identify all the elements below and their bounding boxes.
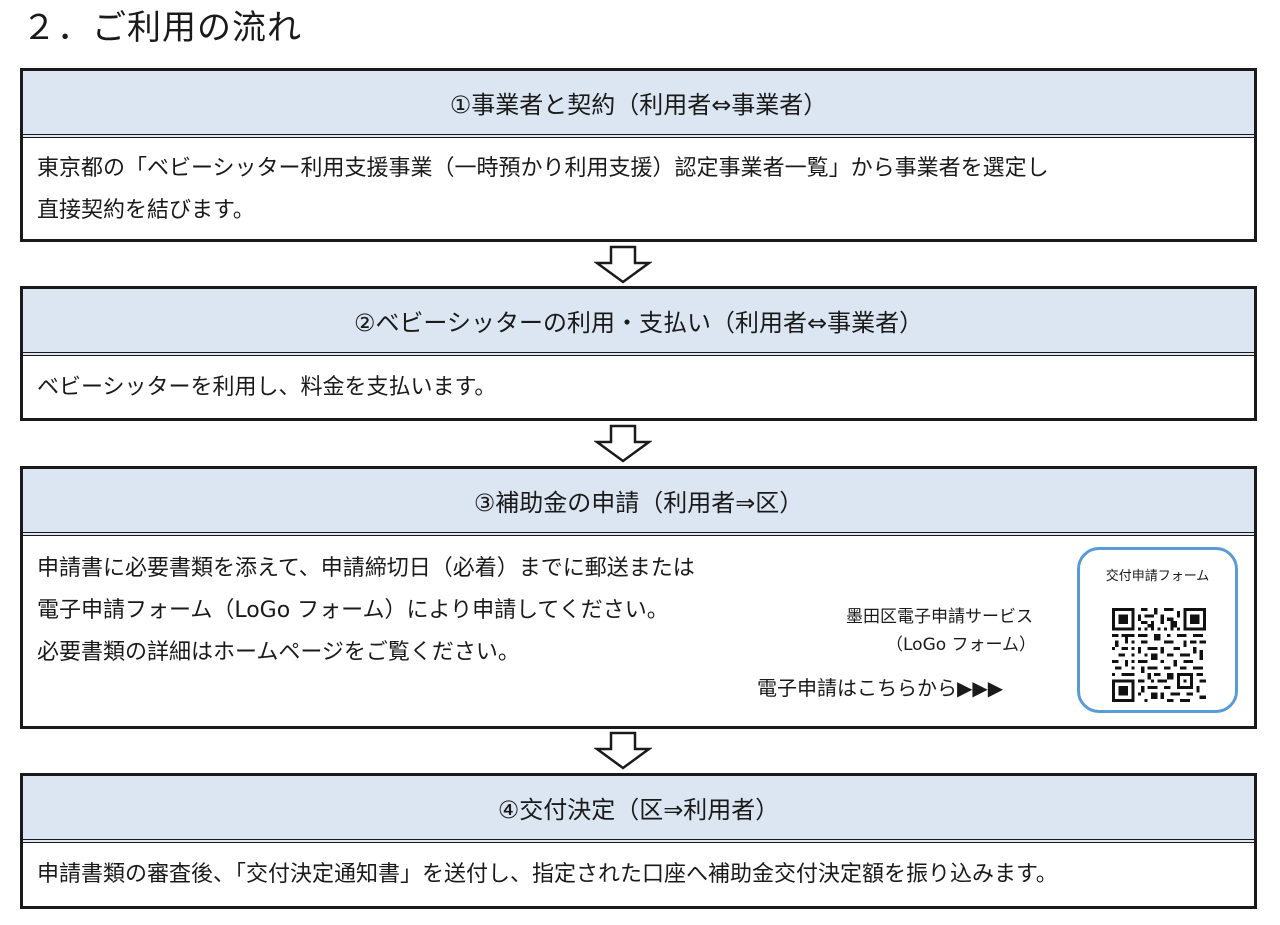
step-4-line-1: 申請書類の審査後、「交付決定通知書」を送付し、指定された口座へ補助金交付決定額を… [37,862,1058,887]
qr-code-icon[interactable] [1112,608,1206,702]
service-subtitle: （LoGo フォーム） [886,635,1037,655]
step-3-line-1: 申請書に必要書類を添えて、申請締切日（必着）までに郵送または [37,556,695,581]
step-4-grant-decision: ④交付決定（区⇒利用者） 申請書類の審査後、「交付決定通知書」を送付し、指定され… [20,773,1257,909]
step-1-heading: ①事業者と契約（利用者⇔事業者） [23,71,1254,138]
step-1-line-2: 直接契約を結びます。 [37,198,255,223]
down-arrow-icon [594,245,652,284]
step-3-body: 申請書に必要書類を添えて、申請締切日（必着）までに郵送または 電子申請フォーム（… [23,536,1254,674]
step-4-heading: ④交付決定（区⇒利用者） [23,776,1254,843]
down-arrow-icon [594,731,652,770]
qr-card-label: 交付申請フォーム [1105,569,1210,584]
apply-online-link[interactable]: 電子申請はこちらから▶▶▶ [757,676,1004,700]
step-3-line-2: 電子申請フォーム（LoGo フォーム）により申請してください。 [37,598,669,623]
step-1-contract: ①事業者と契約（利用者⇔事業者） 東京都の「ベビーシッター利用支援事業（一時預か… [20,68,1257,242]
step-3-subsidy-application: ③補助金の申請（利用者⇒区） 申請書に必要書類を添えて、申請締切日（必着）までに… [20,466,1257,729]
service-name: 墨田区電子申請サービス [846,607,1033,627]
step-2-line-1: ベビーシッターを利用し、料金を支払います。 [37,375,497,400]
step-3-line-3: 必要書類の詳細はホームページをご覧ください。 [37,640,520,665]
step-1-line-1: 東京都の「ベビーシッター利用支援事業（一時預かり利用支援）認定事業者一覧」から事… [37,156,1049,181]
step-2-use-and-pay: ②ベビーシッターの利用・支払い（利用者⇔事業者） ベビーシッターを利用し、料金を… [20,286,1257,421]
page-title: ２．ご利用の流れ [22,8,302,48]
step-2-body: ベビーシッターを利用し、料金を支払います。 [23,356,1254,409]
qr-card[interactable]: 交付申請フォーム [1077,547,1238,713]
step-3-heading: ③補助金の申請（利用者⇒区） [23,469,1254,536]
down-arrow-icon [594,424,652,463]
step-2-heading: ②ベビーシッターの利用・支払い（利用者⇔事業者） [23,289,1254,356]
step-1-body: 東京都の「ベビーシッター利用支援事業（一時預かり利用支援）認定事業者一覧」から事… [23,138,1254,232]
step-4-body: 申請書類の審査後、「交付決定通知書」を送付し、指定された口座へ補助金交付決定額を… [23,843,1254,896]
